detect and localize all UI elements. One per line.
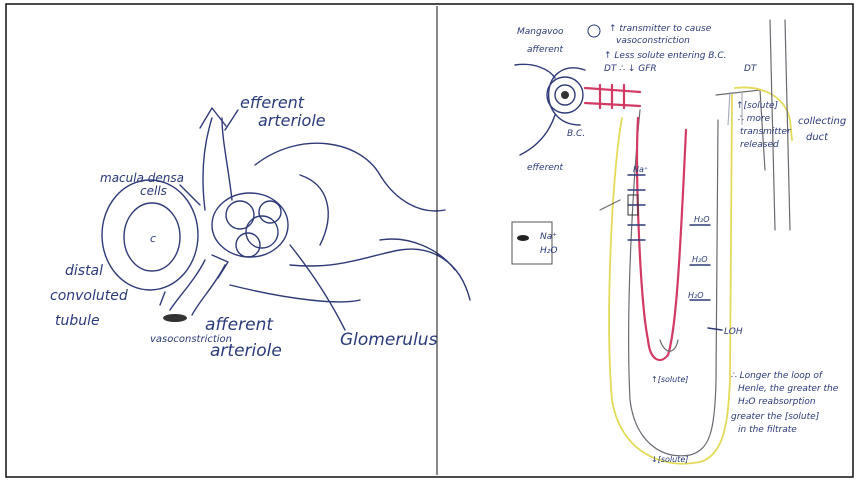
afferent-arrow: [212, 255, 228, 278]
glomerulus-line: [290, 245, 345, 330]
solute-label-3: transmitter: [740, 127, 792, 137]
note-4: DT ∴ ↓ GFR: [604, 64, 657, 74]
loh-pointer: [708, 328, 722, 330]
collecting-duct: [770, 20, 790, 230]
h2o-label-c: H₂O: [688, 291, 704, 300]
conclusion-4: greater the [solute]: [731, 412, 820, 422]
glomerulus-label: Glomerulus: [340, 330, 438, 350]
capsule-curve: [380, 239, 455, 270]
conclusion-2: Henle, the greater the: [738, 384, 839, 394]
solute-outer-label: ↓[solute]: [651, 455, 688, 464]
conclusion-1: ∴ Longer the loop of: [731, 371, 824, 381]
outer-border: [6, 4, 853, 477]
distal-label: distal: [65, 263, 103, 279]
loh-label: LOH: [724, 327, 743, 337]
conclusion-5: in the filtrate: [738, 425, 797, 435]
vasoconstriction-label: vasoconstriction: [150, 334, 232, 345]
solute-label-4: released: [740, 140, 779, 150]
capsule-inner: [300, 175, 328, 245]
vasoconstriction-mark: [163, 314, 187, 322]
afferent-vessel: [515, 64, 555, 78]
distal-label-2: convoluted: [50, 288, 128, 304]
note-1: ↑ transmitter to cause: [609, 24, 712, 34]
efferent-label-2: arteriole: [258, 111, 326, 130]
collecting-label-2: duct: [806, 132, 829, 143]
box-na-label: Na⁺: [540, 232, 557, 242]
dt-label: DT: [744, 64, 758, 74]
capsule-lower: [230, 285, 360, 302]
left-panel: c efferent arteriole macula densa cells …: [50, 93, 470, 361]
solute-label-2: ∴ more: [738, 114, 771, 124]
solute-inner-label: ↑[solute]: [651, 375, 688, 384]
zoom-box: [512, 222, 552, 264]
afferent-label: afferent: [527, 45, 563, 55]
bc-label: B.C.: [567, 129, 585, 139]
glomerulus-core: [561, 91, 569, 99]
loh-yellow: [609, 95, 732, 464]
glomerulus-loop: [246, 216, 278, 248]
note-2: vasoconstriction: [616, 36, 690, 46]
solute-label-1: ↑[solute]: [736, 101, 779, 111]
efferent-arteriole: [203, 118, 232, 210]
title-circle: [588, 25, 600, 37]
zoom-line: [600, 200, 620, 210]
right-panel: Na⁺ H₂O Mangavoo afferent efferent B.C. …: [512, 20, 846, 464]
distal-label-3: tubule: [55, 313, 100, 329]
note-3: ↑ Less solute entering B.C.: [604, 51, 726, 61]
afferent-arteriole: [170, 260, 225, 315]
h2o-label-a: H₂O: [694, 215, 710, 224]
afferent-label: afferent: [205, 315, 274, 335]
tubule-center-mark: c: [150, 232, 156, 245]
glomerulus-loop: [226, 201, 254, 229]
na-label: Na⁺: [633, 165, 648, 174]
macula-label-2: cells: [140, 184, 167, 198]
title-label: Mangavoo: [517, 27, 564, 37]
macula-pointer: [160, 292, 165, 305]
conclusion-3: H₂O reabsorption: [738, 397, 816, 407]
pump-mark: [517, 235, 529, 241]
efferent-line: [225, 110, 238, 130]
glomerulus-loop: [236, 233, 260, 257]
efferent-label: efferent: [527, 163, 564, 173]
macula-label: macula densa: [100, 171, 184, 185]
efferent-label: efferent: [240, 93, 305, 112]
h2o-label-b: H₂O: [692, 255, 708, 264]
glomerulus-loop: [259, 201, 281, 223]
loh-red: [637, 118, 686, 360]
box-h2o-label: H₂O: [540, 246, 557, 256]
capsule-top: [255, 143, 445, 211]
efferent-vessel: [520, 115, 555, 155]
collecting-label: collecting: [798, 116, 846, 127]
